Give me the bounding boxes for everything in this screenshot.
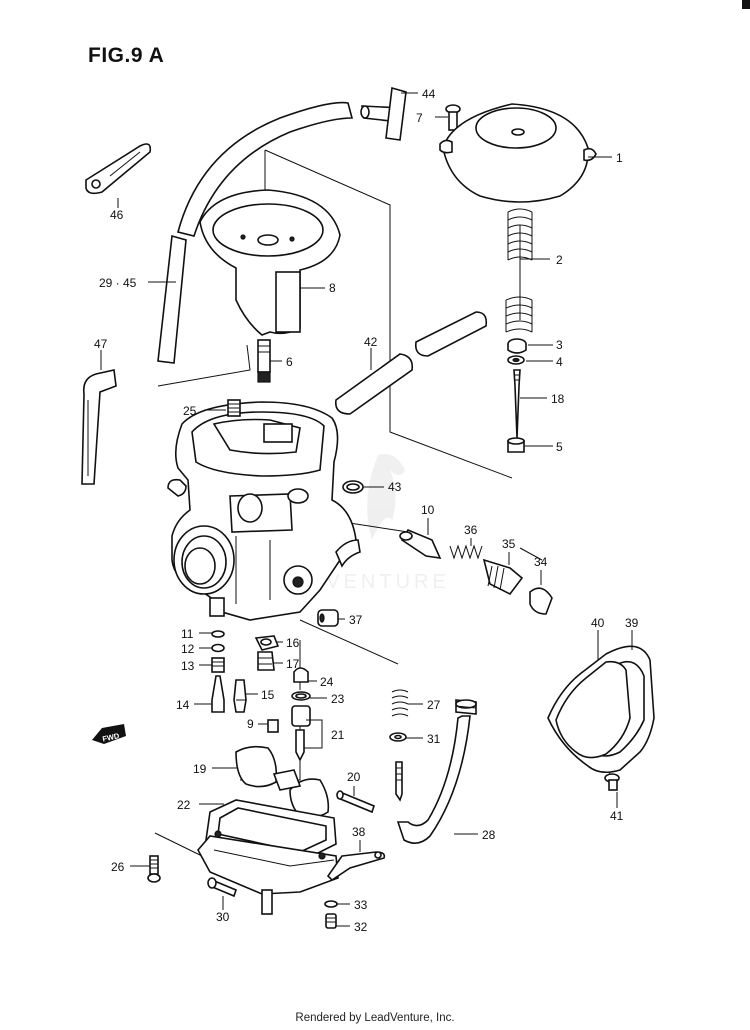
label-19: 19	[193, 762, 207, 776]
label-31: 31	[427, 732, 441, 746]
tube-42	[334, 311, 488, 415]
label-34: 34	[534, 555, 548, 569]
small-parts-center	[267, 667, 311, 762]
diaphragm-piston	[199, 189, 341, 336]
label-47: 47	[94, 337, 108, 351]
carburetor-body	[167, 401, 361, 621]
label-4: 4	[556, 355, 563, 369]
pilot-screw-set	[389, 689, 409, 802]
label-16: 16	[286, 636, 300, 650]
label-12: 12	[181, 642, 195, 656]
label-3: 3	[556, 338, 563, 352]
label-36: 36	[464, 523, 478, 537]
label-46: 46	[110, 208, 124, 222]
label-2: 2	[556, 253, 563, 267]
o-ring-43	[342, 480, 364, 494]
drain-screw	[324, 900, 338, 929]
label-24: 24	[320, 675, 334, 689]
clamp-47	[81, 369, 117, 485]
drain-hose	[396, 699, 477, 844]
label-17: 17	[286, 657, 300, 671]
label-8: 8	[329, 281, 336, 295]
needle-retainer	[507, 338, 527, 365]
label-44: 44	[422, 87, 436, 101]
screw-7	[445, 104, 461, 131]
label-35: 35	[502, 537, 516, 551]
float-19	[235, 745, 330, 819]
label-28: 28	[482, 828, 496, 842]
label-10: 10	[421, 503, 435, 517]
label-32: 32	[354, 920, 368, 934]
label-22: 22	[177, 798, 191, 812]
label-42: 42	[364, 335, 378, 349]
fwd-text: FWD	[102, 731, 121, 743]
leader-lines	[100, 92, 633, 927]
label-7: 7	[416, 111, 423, 125]
label-20: 20	[347, 770, 361, 784]
top-cap	[439, 103, 597, 203]
label-23: 23	[331, 692, 345, 706]
footer-credit: Rendered by LeadVenture, Inc.	[295, 1012, 455, 1024]
label-14: 14	[176, 698, 190, 712]
pin-20	[336, 790, 375, 814]
label-43: 43	[388, 480, 402, 494]
fwd-arrow: FWD	[92, 724, 126, 744]
label-29-45: 29 · 45	[99, 276, 137, 290]
fitting-37	[317, 609, 339, 627]
label-18: 18	[551, 392, 565, 406]
label-25: 25	[183, 404, 197, 418]
label-41: 41	[610, 809, 624, 823]
spring-25	[227, 399, 241, 417]
bracket-38	[326, 851, 386, 882]
label-37: 37	[349, 613, 363, 627]
small-parts-left	[211, 630, 280, 713]
label-26: 26	[111, 860, 125, 874]
vent-hose	[157, 101, 354, 364]
label-21: 21	[331, 728, 345, 742]
label-38: 38	[352, 825, 366, 839]
part-labels: 1 2 3 4 5 6 7 8 9 10 11 12 13 14 15 16 1…	[94, 87, 639, 934]
label-33: 33	[354, 898, 368, 912]
label-13: 13	[181, 659, 195, 673]
bracket-46	[85, 143, 152, 195]
label-39: 39	[625, 616, 639, 630]
screw-41	[604, 773, 620, 791]
label-11: 11	[181, 627, 194, 641]
label-6: 6	[286, 355, 293, 369]
corner-mark	[742, 0, 750, 9]
spring-2	[505, 208, 533, 333]
label-9: 9	[247, 717, 254, 731]
label-1: 1	[616, 151, 623, 165]
jet-needle	[513, 369, 521, 439]
side-cover	[547, 645, 655, 774]
float-bowl	[197, 799, 339, 915]
label-40: 40	[591, 616, 605, 630]
jet-6	[257, 339, 271, 383]
figure-title: FIG.9 A	[88, 44, 165, 67]
label-15: 15	[261, 688, 275, 702]
label-30: 30	[216, 910, 230, 924]
label-5: 5	[556, 440, 563, 454]
needle-seat	[507, 437, 525, 453]
t-fitting	[360, 86, 407, 141]
screw-26	[147, 855, 161, 883]
choke-assembly	[399, 528, 553, 615]
screw-30	[207, 877, 237, 898]
label-27: 27	[427, 698, 441, 712]
